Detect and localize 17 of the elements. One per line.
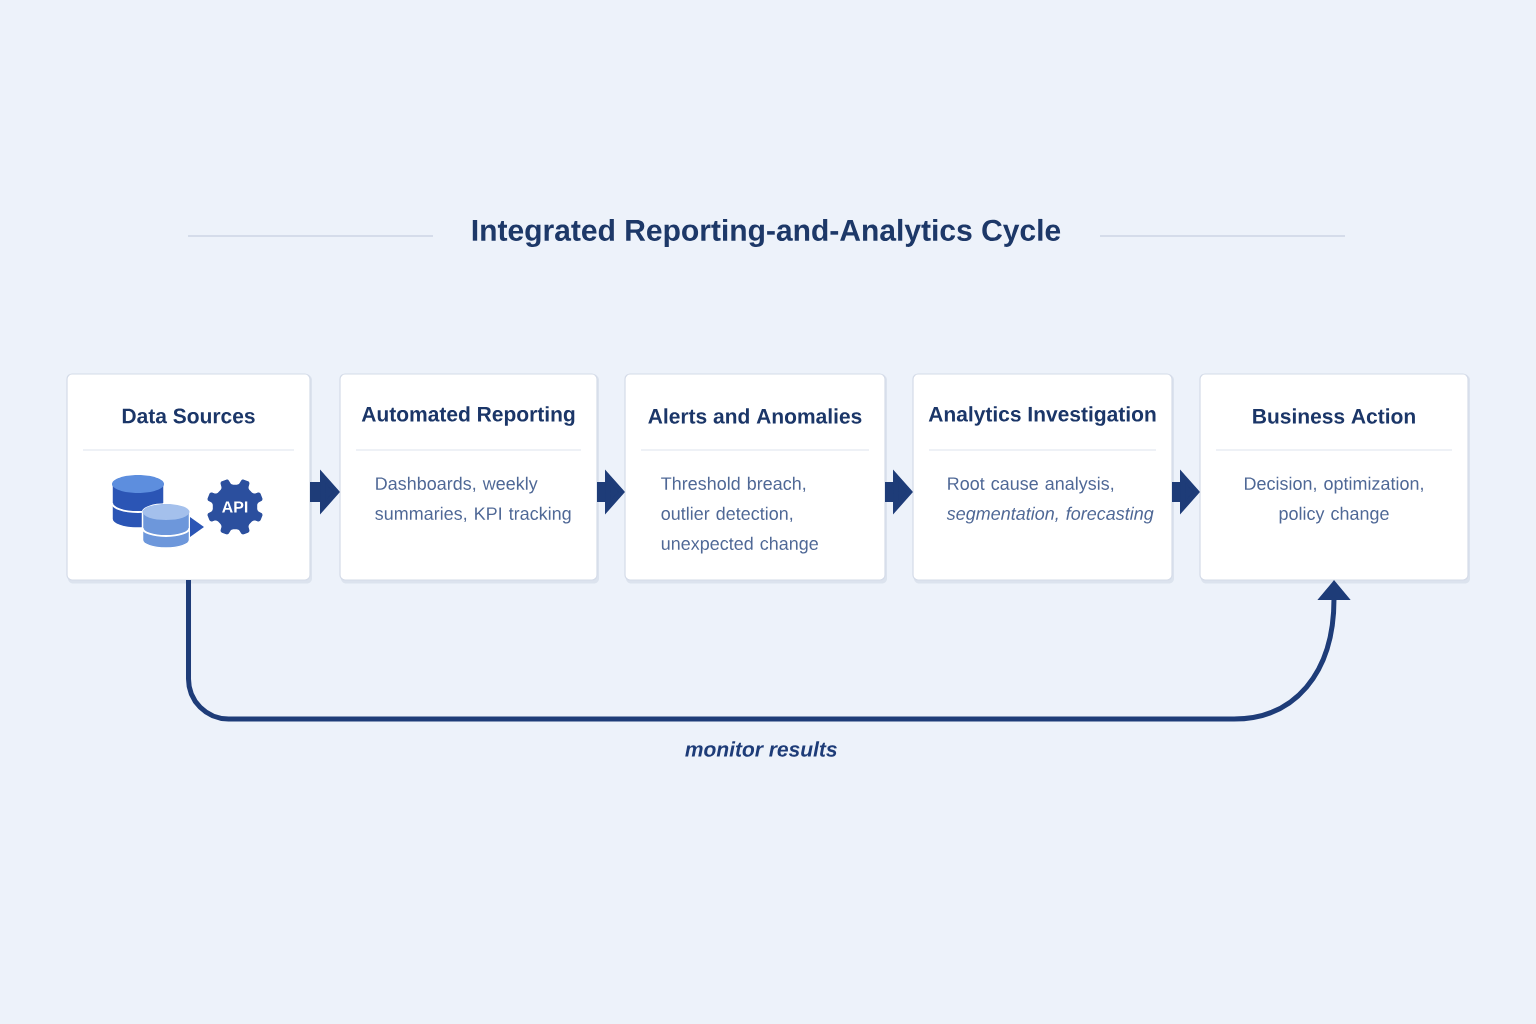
card-text: Decision, optimization, policy change <box>1245 476 1423 524</box>
card-heading: Automated Reporting <box>361 406 575 426</box>
process-card <box>1199 373 1470 584</box>
gear-badge: API <box>207 479 263 535</box>
card-heading: Analytics Investigation <box>928 406 1156 426</box>
card-heading: Alerts and Anomalies <box>648 408 862 424</box>
card-heading: Data Sources <box>122 408 255 424</box>
edge-label: monitor results <box>685 741 837 757</box>
process-card <box>624 373 887 584</box>
card-text: Threshold breach, outlier detection, unexpected change <box>661 476 818 554</box>
title: Integrated Reporting-and-Analytics Cycle <box>472 218 1061 248</box>
card-text: Root cause analysis, segmentation, forecasting <box>946 476 1154 524</box>
card-heading: Business Action <box>1253 408 1415 424</box>
process-card <box>339 373 599 584</box>
card-text: Dashboards, weekly summaries, KPI tracking <box>375 476 571 524</box>
process-card <box>912 373 1174 584</box>
process-card <box>66 373 312 584</box>
